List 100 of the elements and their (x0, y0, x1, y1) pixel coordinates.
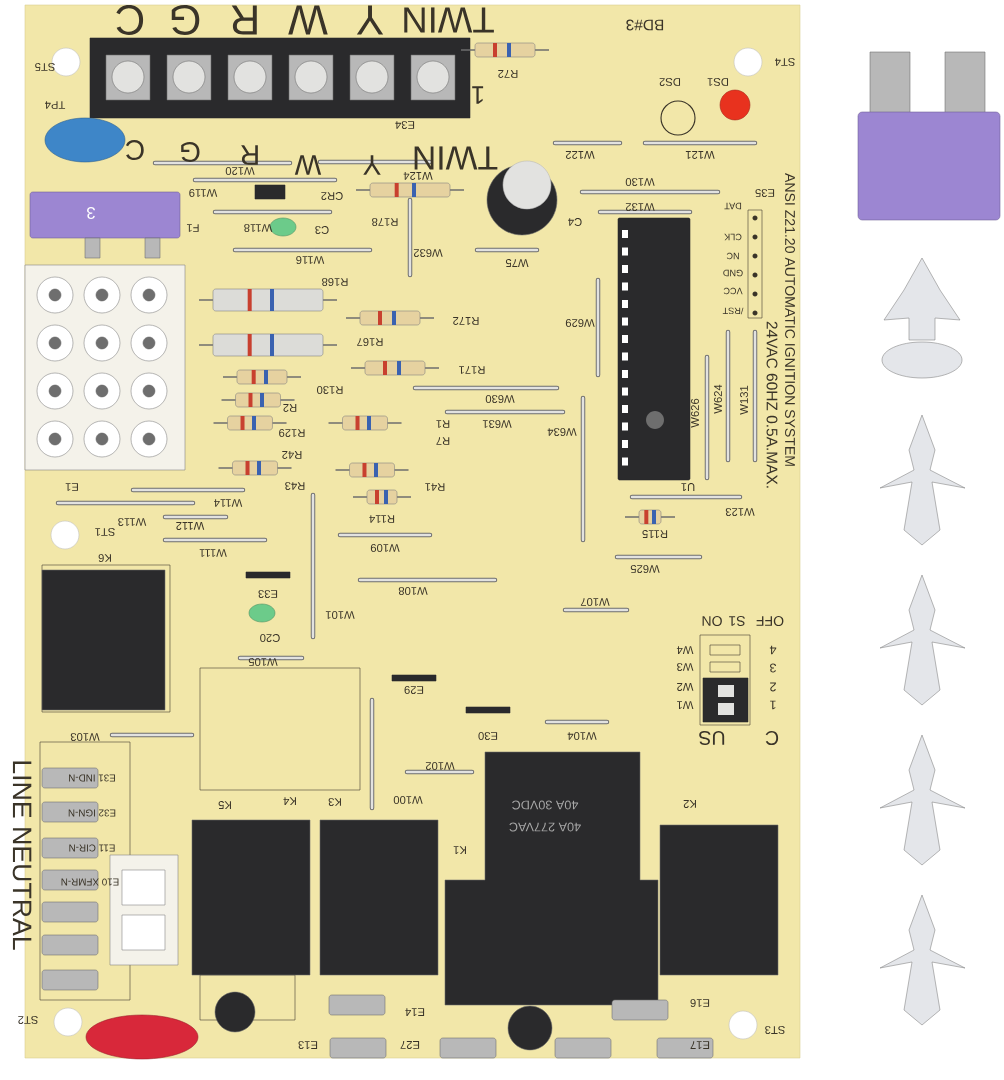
switch-label: W1 (677, 701, 694, 709)
silkscreen-label: W109 (370, 544, 400, 552)
silkscreen-label: E16 (690, 999, 710, 1007)
silkscreen-label: W107 (580, 598, 610, 606)
pin-label: GND (723, 269, 743, 277)
silkscreen-label: W75 (505, 259, 529, 267)
fuse-rating: 3 (87, 207, 96, 219)
silkscreen-label: R1 (436, 420, 450, 428)
switch-label: W4 (676, 646, 694, 654)
silkscreen-label: W105 (248, 658, 278, 666)
silkscreen-label: W631 (482, 420, 512, 428)
silkscreen-label: ST4 (775, 58, 795, 66)
relay-rating-text: 40A 30VDC (512, 800, 579, 810)
silkscreen-label: R115 (642, 530, 668, 538)
silkscreen-label: R41 (425, 483, 445, 491)
terminal-label: TWIN (404, 7, 494, 33)
silkscreen-label: W124 (403, 172, 433, 180)
silkscreen-label: E33 (258, 590, 278, 598)
silkscreen-label: C4 (568, 218, 582, 226)
terminal-label: Y (356, 5, 384, 35)
switch-label: C (765, 731, 779, 745)
silkscreen-label: K1 (453, 846, 466, 854)
silkscreen-label: W112 (176, 522, 205, 530)
silkscreen-label: W120 (225, 167, 255, 175)
silkscreen-label: W123 (725, 508, 755, 516)
silkscreen-label: DS2 (659, 78, 680, 86)
silkscreen-label: E31 IND-N (69, 774, 115, 782)
silkscreen-label: E17 (690, 1041, 710, 1049)
silkscreen-label: E14 (405, 1008, 425, 1016)
pin-label: DAT (724, 202, 742, 210)
silkscreen-label: W121 (685, 151, 715, 159)
switch-label: 1 (770, 700, 776, 710)
switch-label: 3 (770, 663, 777, 673)
terminal-label: C (116, 5, 144, 35)
terminal-label: W (288, 5, 328, 35)
terminal-label: W (294, 155, 322, 175)
silkscreen-label: W624 (714, 384, 722, 414)
silkscreen-label: U1 (681, 483, 695, 491)
switch-label: 2 (770, 682, 776, 692)
silkscreen-label: W116 (296, 256, 325, 264)
switch-label: ON (702, 616, 722, 626)
silkscreen-label: K6 (98, 554, 111, 562)
silkscreen-label: R130 (317, 386, 343, 394)
silkscreen-label: K3 (328, 798, 341, 806)
silkscreen-label: R42 (282, 451, 302, 459)
silkscreen-label: C20 (260, 634, 280, 642)
silkscreen-label: W100 (393, 796, 423, 804)
silkscreen-label: K5 (218, 801, 231, 809)
pin-label: VCC (723, 287, 743, 295)
silkscreen-label: ST1 (95, 528, 115, 536)
silkscreen-label: E13 (298, 1041, 318, 1049)
silkscreen-label: W634 (547, 428, 577, 436)
relay-rating-text: 40A 277VAC (509, 822, 581, 832)
silkscreen-label: R172 (453, 317, 479, 325)
silkscreen-label: E10 XFMR-N (61, 878, 119, 886)
terminal-label: Y (363, 155, 381, 175)
silkscreen-label: W626 (691, 398, 699, 428)
silkscreen-label: E30 (478, 732, 498, 740)
silkscreen-label: W625 (630, 565, 660, 573)
silkscreen-label: R129 (279, 429, 305, 437)
silkscreen-label: W119 (189, 189, 218, 197)
silkscreen-label: W122 (565, 151, 595, 159)
silkscreen-label: W104 (567, 732, 597, 740)
silkscreen-label: E35 (755, 189, 775, 197)
silkscreen-label: F1 (187, 224, 199, 232)
terminal-label: LINE NEUTRAL (12, 761, 32, 950)
silkscreen-label: R167 (357, 338, 383, 346)
silkscreen-label: K2 (683, 800, 696, 808)
switch-label: W3 (677, 663, 694, 671)
terminal-label: G (181, 142, 200, 162)
rating-text: 24VAC 60HZ 0.5A.MAX. (766, 321, 778, 488)
silkscreen-label: DS1 (707, 78, 728, 86)
rating-text: ANSI Z21.20 AUTOMATIC IGNITION SYSTEM (785, 173, 795, 466)
switch-label: US (699, 731, 725, 745)
silkscreen-label: W114 (214, 499, 243, 507)
silkscreen-label: ST3 (765, 1026, 785, 1034)
silkscreen-label: W632 (413, 249, 443, 257)
silkscreen-label: W131 (740, 385, 748, 415)
silkscreen-label: R171 (459, 366, 485, 374)
silkscreen-label: W101 (325, 611, 355, 619)
silkscreen-label: E27 (400, 1041, 420, 1049)
pin-label: /RST (722, 307, 744, 315)
silkscreen-label: R7 (436, 437, 450, 445)
silkscreen-label: 1 (472, 86, 484, 104)
silkscreen-label: W103 (70, 733, 100, 741)
pin-label: CLK (724, 233, 742, 241)
silkscreen-label: TP4 (45, 101, 66, 109)
terminal-label: R (241, 145, 258, 165)
silkscreen-label: R168 (322, 278, 348, 286)
terminal-label: G (171, 5, 200, 35)
silkscreen-label: W108 (398, 587, 428, 595)
silkscreen-label: W113 (118, 518, 147, 526)
silkscreen-label: R72 (498, 70, 518, 78)
silkscreen-label: W130 (625, 178, 655, 186)
terminal-label: R (231, 5, 257, 35)
terminal-label: TWIN (414, 146, 498, 170)
silkscreen-label: W630 (485, 395, 515, 403)
switch-label: S1 (729, 616, 745, 626)
silkscreen-label: BD#3 (626, 19, 664, 31)
silkscreen-label: E11 CIR-N (69, 844, 115, 852)
